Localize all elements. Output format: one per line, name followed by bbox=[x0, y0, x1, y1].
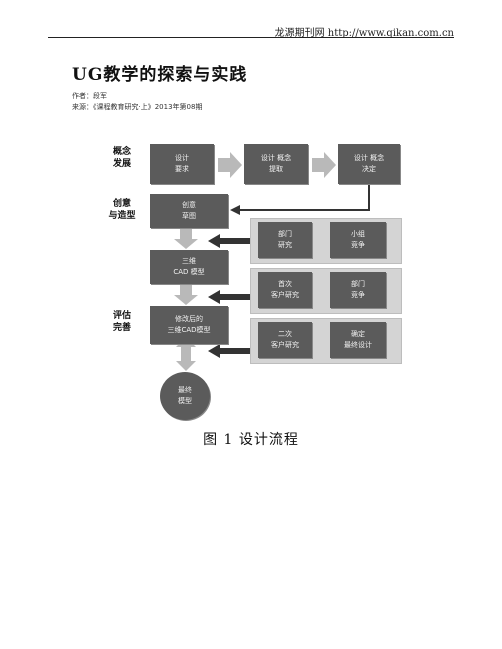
box-confirm-final-design: 确定 最终设计 bbox=[330, 322, 386, 358]
figure-caption: 图 1 设计流程 bbox=[203, 432, 299, 448]
arrow-panel1-to-sketch bbox=[208, 234, 250, 248]
article-author: 作者：段军 bbox=[72, 92, 107, 100]
arrow-finalize-to-sketch bbox=[238, 185, 370, 211]
box-concept-extract: 设计 概念 提取 bbox=[244, 144, 308, 184]
stage-concept-label: 概念 发展 bbox=[112, 147, 131, 169]
stage-evaluate-label: 评估 完善 bbox=[112, 311, 131, 333]
stage-creative-label: 创意 与造型 bbox=[108, 199, 136, 221]
article-source: 来源：《课程教育研究·上》2013年第08期 bbox=[72, 103, 203, 111]
box-prototype: 最终 模型 bbox=[160, 372, 210, 420]
box-dept-discussion: 部门 竞争 bbox=[330, 272, 386, 308]
box-3d-cad-model: 三维 CAD 模型 bbox=[150, 250, 228, 284]
arrow-cad-to-revised bbox=[174, 285, 198, 305]
arrow-panel2-to-cad bbox=[208, 290, 250, 304]
box-revised-cad-model: 修改后的 三维CAD模型 bbox=[150, 306, 228, 344]
box-first-customer-research: 首次 客户研究 bbox=[258, 272, 312, 308]
article-title: UG教学的探索与实践 bbox=[72, 65, 248, 85]
box-design-requirements: 设计 要求 bbox=[150, 144, 214, 184]
box-second-customer-research: 二次 客户研究 bbox=[258, 322, 312, 358]
header-url[interactable]: 龙源期刊网 http://www.qikan.com.cn bbox=[274, 28, 454, 39]
arrow-extract-to-finalize bbox=[312, 152, 336, 178]
arrow-sketch-to-cad bbox=[174, 229, 198, 249]
box-group-discussion: 小组 竞争 bbox=[330, 222, 386, 258]
arrow-revised-to-prototype bbox=[176, 337, 196, 371]
flow-arrows bbox=[174, 152, 370, 371]
arrow-panel3-to-revised bbox=[208, 344, 250, 358]
box-concept-finalize: 设计 概念 决定 bbox=[338, 144, 400, 184]
design-flow-figure: 概念 发展 创意 与造型 评估 完善 设计 要求 设计 概念 提取 设计 概念 … bbox=[104, 138, 404, 423]
box-dept-research: 部门 研究 bbox=[258, 222, 312, 258]
header-rule bbox=[48, 37, 454, 38]
arrow-req-to-extract bbox=[218, 152, 242, 178]
box-creative-sketch: 创意 草图 bbox=[150, 194, 228, 228]
